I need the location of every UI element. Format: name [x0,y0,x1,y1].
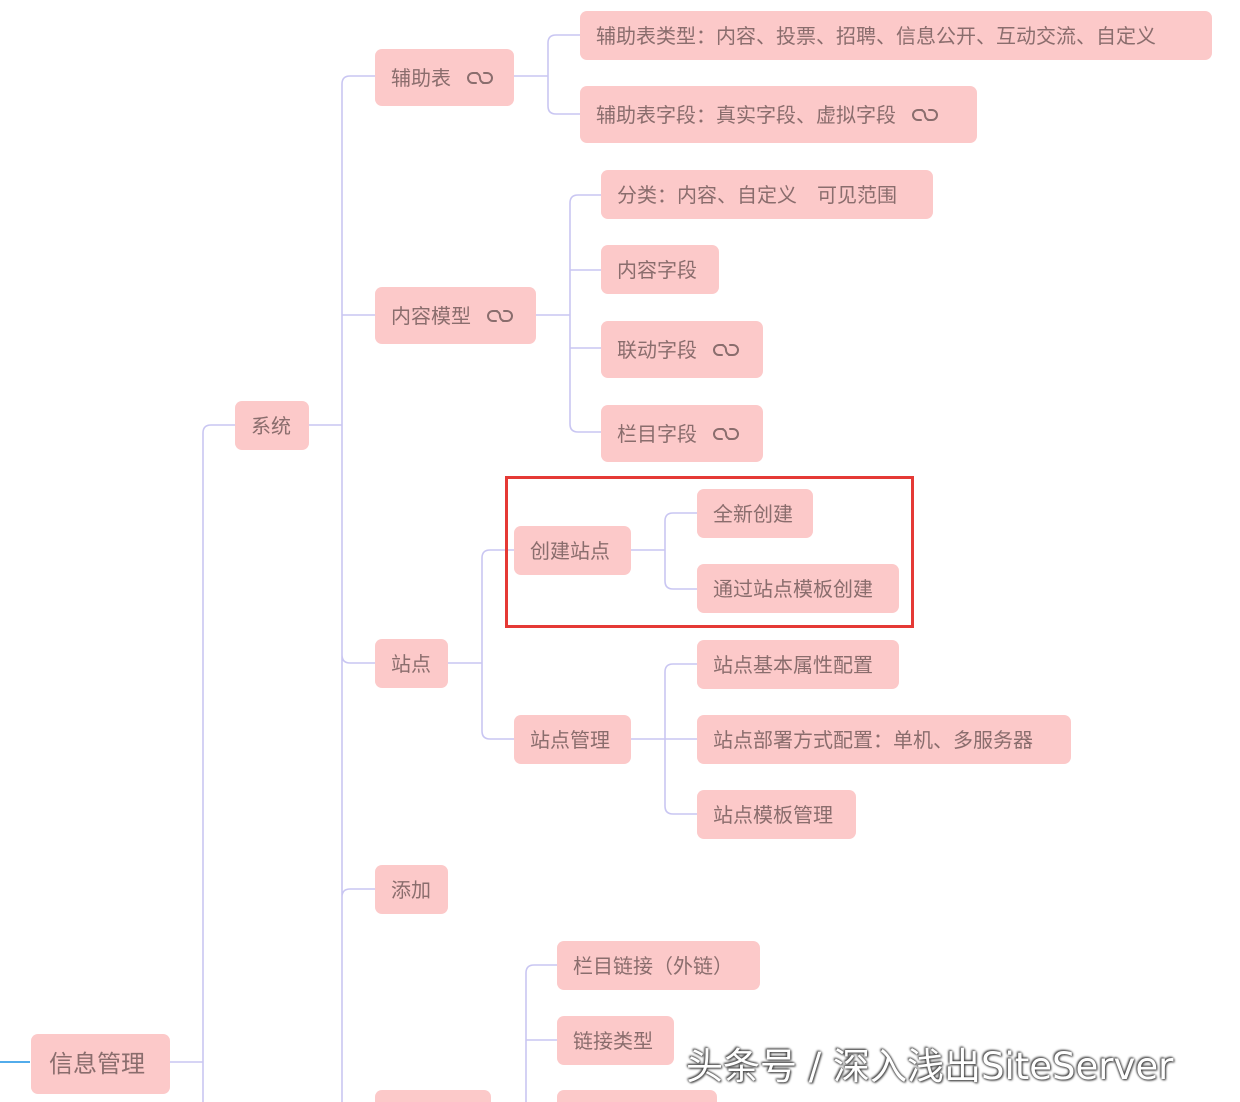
node-info-management[interactable]: 信息管理 [31,1034,170,1094]
link-icon[interactable] [485,307,515,325]
node-label: 内容模型 [391,303,471,328]
node-linked-fields[interactable]: 联动字段 [601,321,763,378]
node-template-create[interactable]: 通过站点模板创建 [697,564,899,613]
connector-create-site [631,512,697,590]
watermark: 头条号 / 深入浅出SiteServer [686,1045,1174,1088]
node-system[interactable]: 系统 [235,401,309,450]
node-label: 系统 [251,413,291,438]
node-label: 站点管理 [530,727,610,752]
node-site-template[interactable]: 站点模板管理 [697,790,856,839]
node-label: 通过站点模板创建 [713,576,873,601]
node-aux-fields[interactable]: 辅助表字段：真实字段、虚拟字段 [580,86,977,143]
node-label: 添加 [391,877,431,902]
connector-site [448,549,514,740]
node-new-create[interactable]: 全新创建 [697,489,813,538]
node-partial-lower-right[interactable] [557,1090,717,1102]
link-icon[interactable] [465,69,495,87]
node-label: 站点模板管理 [713,802,833,827]
link-icon[interactable] [711,425,741,443]
node-site-basic[interactable]: 站点基本属性配置 [697,640,899,689]
node-label: 链接类型 [573,1028,653,1053]
node-aux-table[interactable]: 辅助表 [375,49,514,106]
node-label: 栏目字段 [617,421,697,446]
connector-aux [514,34,580,115]
node-label: 辅助表类型：内容、投票、招聘、信息公开、互动交流、自定义 [596,23,1156,48]
node-label: 站点部署方式配置：单机、多服务器 [713,727,1033,752]
node-label: 内容字段 [617,257,697,282]
link-icon[interactable] [711,341,741,359]
node-site-deploy[interactable]: 站点部署方式配置：单机、多服务器 [697,715,1071,764]
node-column-fields[interactable]: 栏目字段 [601,405,763,462]
node-label: 信息管理 [49,1050,145,1078]
node-label: 站点 [391,651,431,676]
node-content-fields[interactable]: 内容字段 [601,245,719,294]
node-label: 辅助表字段：真实字段、虚拟字段 [596,102,896,127]
node-site-manage[interactable]: 站点管理 [514,715,631,764]
node-partial-lower-left[interactable] [375,1090,491,1102]
node-column-link[interactable]: 栏目链接（外链） [557,941,760,990]
connector-lower [525,964,557,1102]
node-link-type[interactable]: 链接类型 [557,1016,674,1065]
connector-site-manage [631,663,697,815]
node-category[interactable]: 分类：内容、自定义 可见范围 [601,170,933,219]
node-create-site[interactable]: 创建站点 [514,526,631,575]
node-label: 全新创建 [713,501,793,526]
node-label: 站点基本属性配置 [713,652,873,677]
connector-content-model [536,194,601,433]
node-label: 联动字段 [617,337,697,362]
node-add[interactable]: 添加 [375,865,448,914]
link-icon[interactable] [910,106,940,124]
node-label: 分类：内容、自定义 可见范围 [617,182,897,207]
node-aux-types[interactable]: 辅助表类型：内容、投票、招聘、信息公开、互动交流、自定义 [580,11,1212,60]
node-label: 创建站点 [530,538,610,563]
node-content-model[interactable]: 内容模型 [375,287,536,344]
node-site[interactable]: 站点 [375,639,448,688]
node-label: 辅助表 [391,65,451,90]
connector-system-trunk [309,75,375,1102]
node-label: 栏目链接（外链） [573,953,733,978]
connector-root-trunk [170,424,235,1102]
